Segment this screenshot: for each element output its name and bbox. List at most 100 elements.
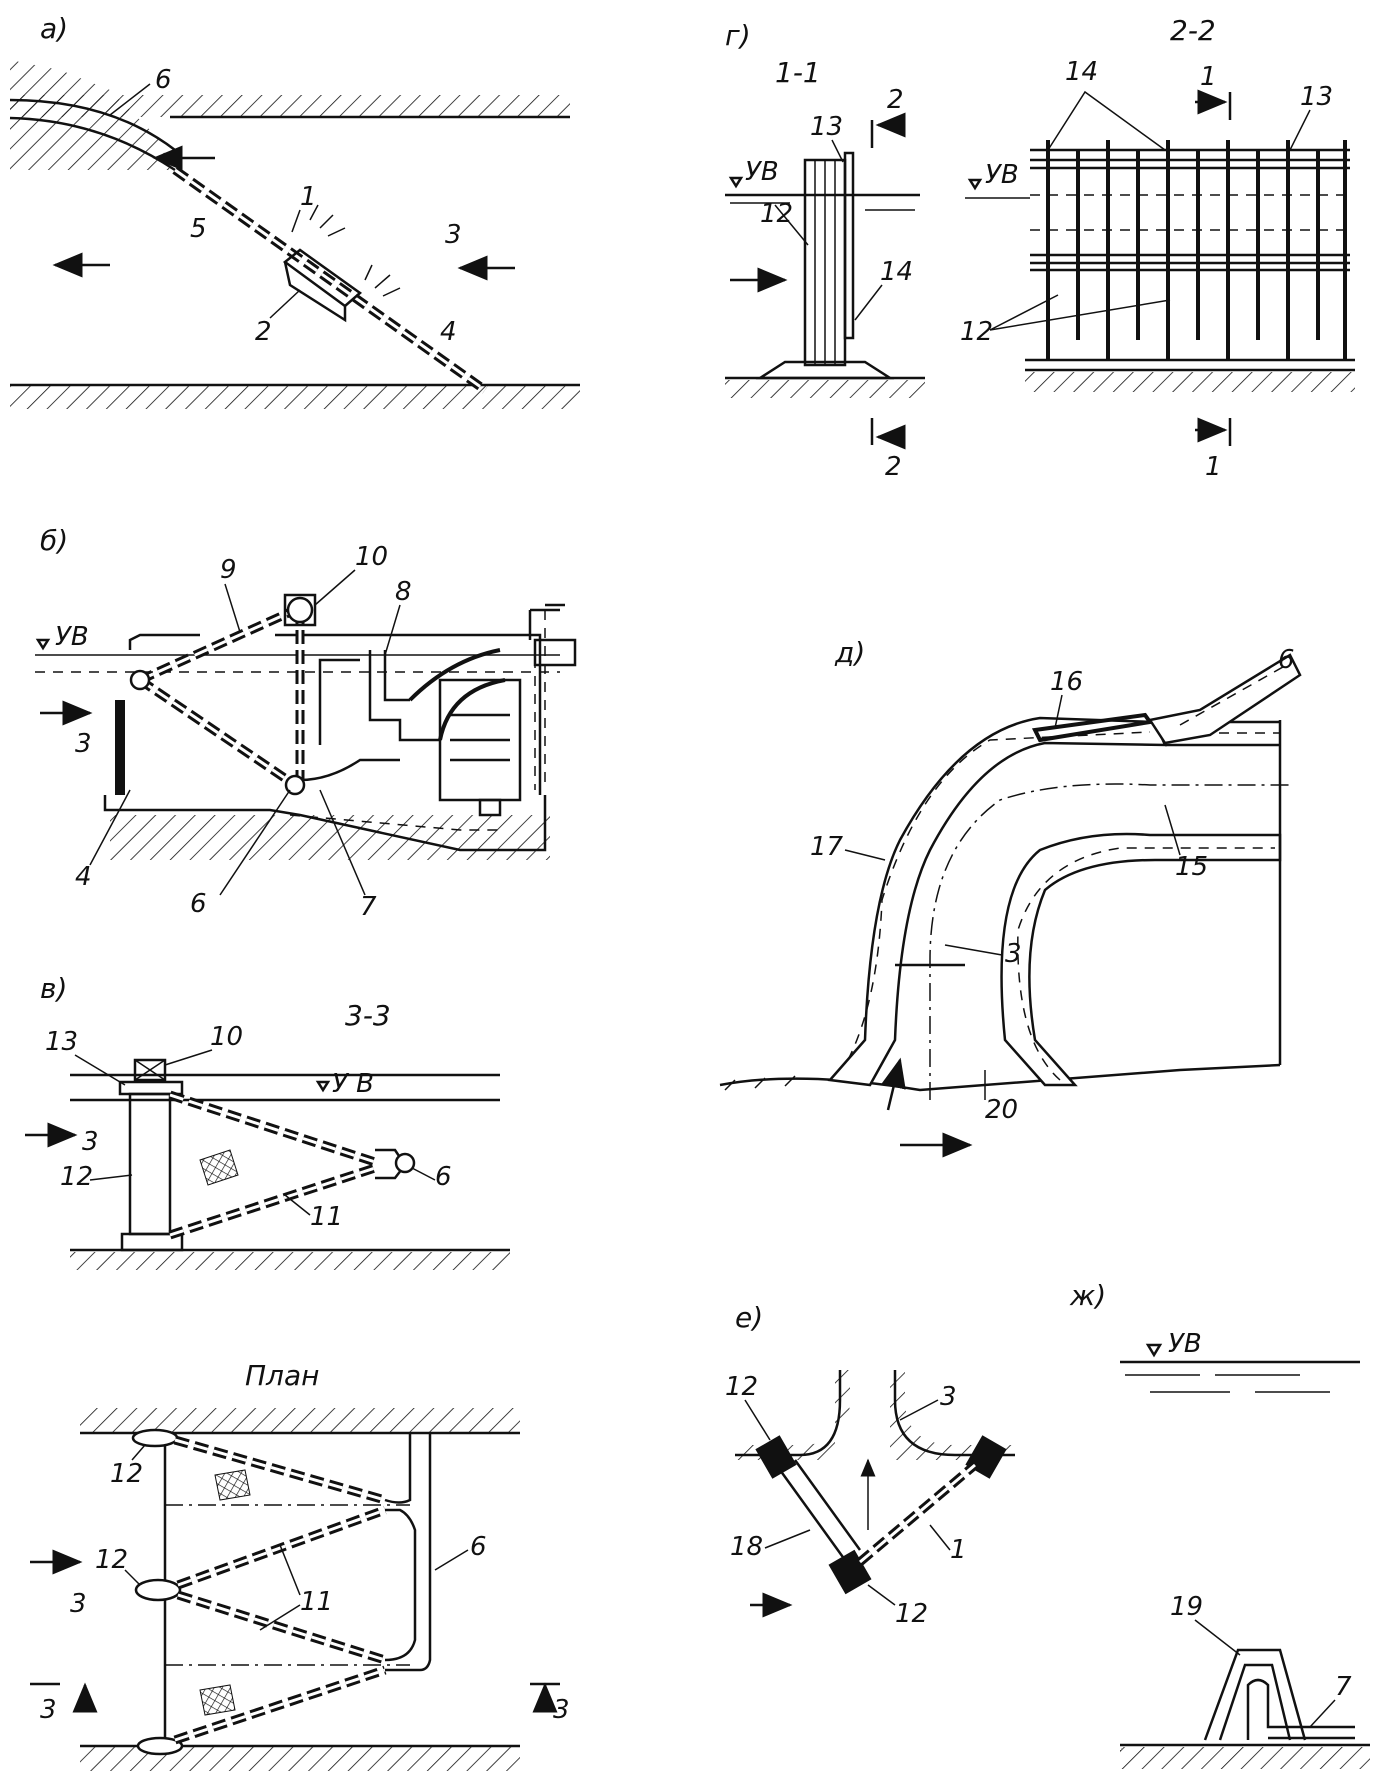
leader-b-10 [314, 569, 356, 606]
panel-b: б) УВ 3 [35, 524, 577, 922]
screen-element-14 [843, 151, 855, 340]
leader-e-1 [929, 1524, 951, 1551]
bottom-bank-hatch [10, 385, 580, 409]
leader-g2-14 [1047, 90, 1166, 151]
label-a-5: 5 [190, 214, 207, 244]
mark-1-top: 1 [1200, 62, 1217, 92]
pier-12-left [755, 1435, 797, 1479]
section-1-1-title: 1-1 [775, 56, 821, 89]
leader-plan-6 [434, 1549, 469, 1571]
vibration-marks-2 [364, 264, 401, 297]
mesh-patch-v [199, 1149, 239, 1186]
net-lower-core [169, 1166, 376, 1237]
leader-plan-11b [259, 1604, 301, 1631]
leader-v-13 [74, 1054, 126, 1086]
outer-wall-17 [827, 716, 1167, 1087]
screen-16-end [1033, 729, 1042, 741]
bypass-pipe-plan [384, 1433, 432, 1672]
leader-g2-13 [1289, 109, 1311, 151]
label-a-3: 3 [445, 220, 462, 250]
panel-g-title: г) [725, 19, 751, 52]
inner-wall [1000, 832, 1282, 1087]
flow-guide [299, 758, 400, 782]
panel-v: в) 3-3 У В 3 13 10 12 6 11 [25, 972, 510, 1270]
net-plan-4-core [174, 1668, 386, 1742]
mark-3-left: 3 [40, 1695, 57, 1725]
right-wall [893, 1370, 1015, 1457]
leader-d-17 [844, 849, 886, 861]
leader-b-6 [219, 789, 291, 896]
device-2-box [282, 248, 363, 308]
leader-b-9 [224, 583, 241, 633]
panel-e-title: е) [735, 1301, 763, 1334]
mark-1-bottom: 1 [1205, 452, 1222, 482]
device-2-side [283, 261, 347, 323]
vibration-marks-1 [309, 204, 346, 237]
net-plan-1-core [174, 1438, 386, 1502]
label-b-10: 10 [355, 542, 388, 572]
ground-hatch-b [110, 815, 550, 860]
spiral-channel [408, 648, 506, 741]
label-b-6: 6 [190, 889, 207, 919]
panel-b-title: б) [40, 524, 68, 557]
mesh-patch-plan-2 [199, 1684, 236, 1716]
ground-hatch-2 [1025, 372, 1355, 392]
drive-housing [283, 593, 317, 627]
pier-12-mid [134, 1578, 182, 1602]
outlet-box [533, 638, 577, 667]
panel-a-title: а) [40, 12, 68, 45]
leader-plan-11a [279, 1544, 301, 1596]
leader-b-4 [89, 789, 131, 866]
label-d-6: 6 [1278, 645, 1295, 675]
label-b-4: 4 [75, 862, 92, 892]
hood-19-inner [1218, 1663, 1292, 1741]
label-a-1: 1 [300, 182, 317, 212]
pier-12-bottom [136, 1736, 184, 1756]
label-e-3: 3 [940, 1382, 957, 1412]
gate-4 [115, 700, 125, 795]
panel-a: а) 6 1 3 5 2 4 [9, 12, 580, 409]
leader-a-1 [291, 209, 301, 233]
column-12 [128, 1092, 172, 1236]
plan-top-bank-hatch [80, 1408, 520, 1433]
left-bank-hatch [10, 60, 170, 170]
label-g-13: 13 [810, 112, 843, 142]
water-level-label-zh: УВ [1168, 1329, 1202, 1359]
leader-a-6 [109, 83, 151, 116]
label-b-7: 7 [360, 892, 377, 922]
leader-e-18 [764, 1529, 811, 1549]
label-d-17: 17 [810, 832, 844, 862]
screen-belt-upper-core [139, 608, 296, 682]
label-g-12: 12 [760, 199, 793, 229]
water-level-label-v: У В [332, 1069, 374, 1099]
water-level-label-1: УВ [745, 157, 779, 187]
right-wall-hatch [890, 1370, 1015, 1460]
section-3-3-title: 3-3 [345, 999, 391, 1032]
right-chamber [438, 678, 522, 802]
mark-2-bottom: 2 [885, 452, 902, 482]
label-d-16: 16 [1050, 667, 1083, 697]
panel-g: г) 1-1 2-2 УВ 2 2 13 12 14 УВ [725, 14, 1355, 482]
label-d-3: 3 [1005, 939, 1022, 969]
top-bank-hatch [10, 95, 570, 117]
inclined-screen-core [174, 168, 486, 392]
label-v-13: 13 [45, 1027, 78, 1057]
shore-line [719, 1063, 1281, 1092]
label-v-10: 10 [210, 1022, 243, 1052]
label-g2-14: 14 [1065, 57, 1098, 87]
label-zh-7: 7 [1335, 1672, 1352, 1702]
water-level-marker-b [35, 638, 51, 651]
channel-axis [929, 783, 1290, 1100]
plan-title: План [245, 1359, 319, 1392]
leader-e-12b [867, 1584, 896, 1606]
water-level-label-2: УВ [985, 160, 1019, 190]
label-g2-12: 12 [960, 317, 993, 347]
leader-zh-19 [1194, 1619, 1241, 1656]
label-plan-11: 11 [300, 1587, 333, 1617]
water-level-marker-2 [967, 178, 983, 191]
leader-g-14 [854, 284, 883, 321]
hood-19-outer [1203, 1648, 1307, 1741]
label-g-14: 14 [880, 257, 913, 287]
mark-3-right: 3 [553, 1695, 570, 1725]
pulley-drive-10 [286, 596, 314, 624]
